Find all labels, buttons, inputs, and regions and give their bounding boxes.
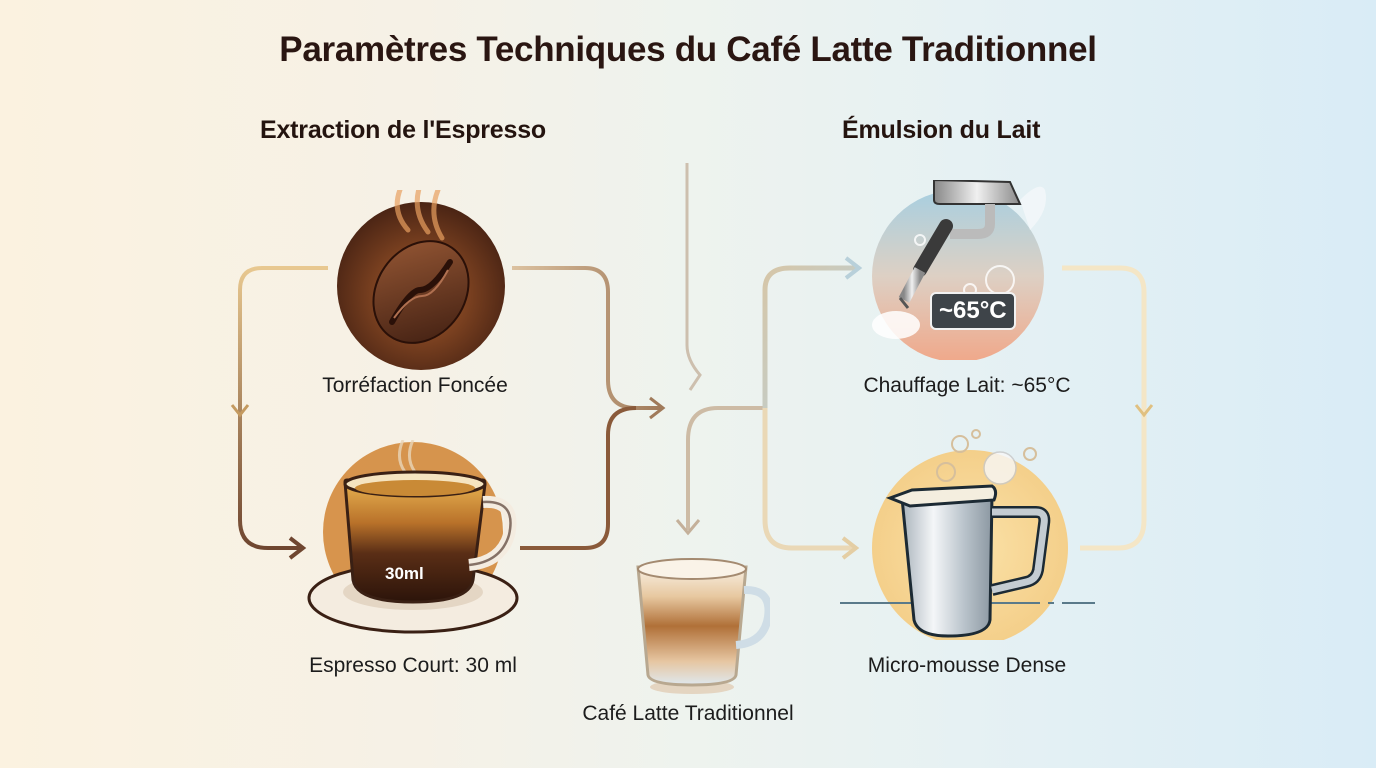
node-espresso: 30ml [305,439,525,640]
node-latte-label: Café Latte Traditionnel [582,702,794,725]
arrow-center-to-heating [762,265,858,408]
node-roast [330,177,512,372]
arrow-center-to-latte [686,406,765,530]
espresso-volume-tag: 30ml [385,564,424,583]
espresso-cup-icon [307,439,519,634]
arrow-center-to-foam [762,407,855,551]
node-foam [840,420,1100,646]
center-divider-line [685,163,702,391]
page-title: Paramètres Techniques du Café Latte Trad… [279,30,1097,69]
steam-wand-icon [872,178,1046,362]
node-espresso-label: Espresso Court: 30 ml [309,654,517,677]
temperature-badge: ~65°C [930,292,1016,330]
arrow-roast-to-espresso [238,266,328,550]
section-title-espresso: Extraction de l'Espresso [260,116,546,144]
milk-pitcher-icon [840,429,1095,646]
node-heating: ~65°C [870,178,1060,362]
arrow-roast-to-center [512,266,662,410]
node-foam-label: Micro-mousse Dense [867,654,1067,677]
arrow-espresso-to-center [520,406,637,550]
node-roast-label: Torréfaction Foncée [322,374,508,397]
latte-glass-icon [636,558,773,694]
coffee-bean-icon [337,177,505,370]
node-heating-label: Chauffage Lait: ~65°C [863,374,1071,397]
arrow-heating-to-foam [1062,265,1147,551]
node-latte [630,555,773,695]
section-title-milk: Émulsion du Lait [842,116,1041,144]
